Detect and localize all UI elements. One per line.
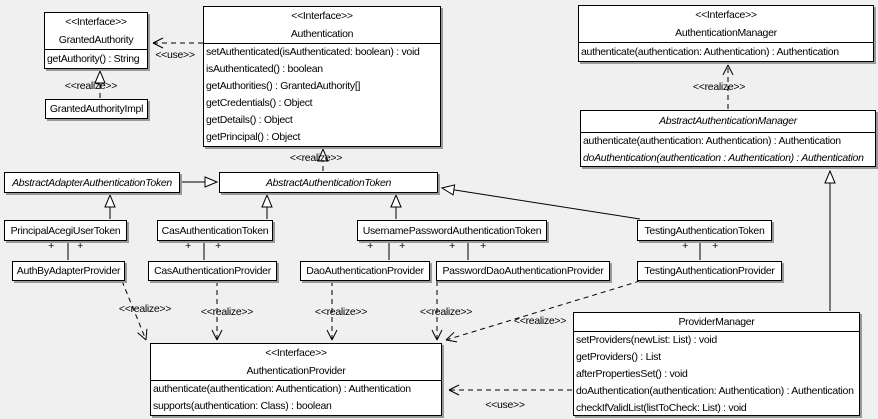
- method: setProviders(newList: List) : void: [576, 334, 717, 346]
- class-name: AbstractAuthenticationToken: [265, 176, 392, 189]
- class-name: PrincipalAcegiUserToken: [10, 224, 121, 237]
- multiplicity-label: +: [712, 240, 718, 252]
- class-authentication[interactable]: <<Interface>> Authentication setAuthenti…: [203, 6, 441, 147]
- multiplicity-label: +: [77, 240, 83, 252]
- realize-label: <<realize>>: [118, 303, 172, 315]
- methods-compartment: authenticate(authentication: Authenticat…: [579, 42, 873, 61]
- class-name: TestingAuthenticationProvider: [644, 265, 775, 277]
- class-name: AuthenticationManager: [675, 27, 777, 39]
- method: authenticate(authentication: Authenticat…: [581, 46, 839, 58]
- class-name: UsernamePasswordAuthenticationToken: [362, 224, 542, 237]
- realize-label: <<realize>>: [314, 306, 368, 318]
- methods-compartment: setAuthenticated(isAuthenticated: boolea…: [204, 43, 440, 146]
- class-name: DaoAuthenticationProvider: [306, 265, 424, 277]
- class-name: AbstractAdapterAuthenticationToken: [12, 176, 172, 189]
- method: doAuthentication(authentication : Authen…: [583, 152, 864, 164]
- class-name: PasswordDaoAuthenticationProvider: [442, 265, 604, 277]
- methods-compartment: authenticate(authentication: Authenticat…: [581, 132, 875, 166]
- method: authenticate(authentication: Authenticat…: [153, 383, 411, 395]
- method: afterPropertiesSet() : void: [576, 368, 688, 380]
- class-testing-authentication-token[interactable]: TestingAuthenticationToken: [637, 220, 772, 241]
- realize-label: <<realize>>: [200, 306, 254, 318]
- method: authenticate(authentication: Authenticat…: [583, 135, 841, 147]
- class-name: CasAuthenticationToken: [161, 224, 269, 237]
- method: checkIfValidList(listToCheck: List) : vo…: [576, 402, 747, 414]
- realize-label: <<realize>>: [64, 80, 118, 92]
- stereotype-label: <<Interface>>: [65, 16, 127, 28]
- method: supports(authentication: Class) : boolea…: [153, 400, 332, 412]
- class-name: AbstractAuthenticationManager: [659, 115, 797, 127]
- methods-compartment: authenticate(authentication: Authenticat…: [151, 380, 441, 415]
- multiplicity-label: +: [682, 240, 688, 252]
- realize-label: <<realize>>: [289, 152, 343, 164]
- multiplicity-label: +: [480, 240, 486, 252]
- class-header: <<Interface>> AuthenticationProvider: [151, 344, 441, 380]
- class-header: <<Interface>> GrantedAuthority: [45, 13, 147, 49]
- class-name: AuthenticationProvider: [246, 365, 346, 377]
- method: getPrincipal() : Object: [206, 131, 301, 143]
- multiplicity-label: +: [367, 240, 373, 252]
- class-username-password-authentication-token[interactable]: UsernamePasswordAuthenticationToken: [357, 220, 547, 241]
- class-header: <<Interface>> Authentication: [204, 7, 440, 43]
- class-name: CasAuthenticationProvider: [154, 265, 271, 277]
- stereotype-label: <<Interface>>: [265, 347, 327, 359]
- multiplicity-label: +: [215, 240, 221, 252]
- class-name: AuthByAdapterProvider: [16, 265, 121, 277]
- class-abstract-authentication-manager[interactable]: AbstractAuthenticationManager authentica…: [580, 110, 876, 167]
- class-auth-by-adapter-provider[interactable]: AuthByAdapterProvider: [12, 261, 125, 281]
- method: getDetails() : Object: [206, 114, 293, 126]
- class-name: TestingAuthenticationToken: [644, 224, 765, 237]
- class-granted-authority[interactable]: <<Interface>> GrantedAuthority getAuthor…: [44, 12, 148, 69]
- class-password-dao-authentication-provider[interactable]: PasswordDaoAuthenticationProvider: [436, 261, 610, 281]
- class-dao-authentication-provider[interactable]: DaoAuthenticationProvider: [300, 261, 430, 281]
- method: isAuthenticated() : boolean: [206, 63, 323, 75]
- method: doAuthentication(authentication: Authent…: [576, 385, 854, 397]
- class-testing-authentication-provider[interactable]: TestingAuthenticationProvider: [637, 261, 782, 281]
- multiplicity-label: +: [48, 240, 54, 252]
- class-name: Authentication: [290, 28, 354, 40]
- multiplicity-label: +: [185, 240, 191, 252]
- class-abstract-authentication-token[interactable]: AbstractAuthenticationToken: [219, 172, 438, 193]
- class-granted-authority-impl[interactable]: GrantedAuthorityImpl: [45, 99, 148, 119]
- class-header: <<Interface>> AuthenticationManager: [579, 6, 873, 42]
- class-provider-manager[interactable]: ProviderManager setProviders(newList: Li…: [573, 312, 860, 416]
- class-cas-authentication-token[interactable]: CasAuthenticationToken: [157, 220, 273, 241]
- class-name: GrantedAuthorityImpl: [49, 103, 144, 115]
- use-label: <<use>>: [155, 49, 195, 61]
- generalization-edge-testing-token: [440, 184, 641, 220]
- use-label: <<use>>: [485, 399, 525, 411]
- class-name: GrantedAuthority: [58, 34, 134, 46]
- class-name: ProviderManager: [678, 316, 755, 328]
- class-authentication-manager[interactable]: <<Interface>> AuthenticationManager auth…: [578, 5, 874, 62]
- method: getAuthorities() : GrantedAuthority[]: [206, 80, 361, 92]
- method: getAuthority() : String: [47, 53, 140, 65]
- method: setAuthenticated(isAuthenticated: boolea…: [206, 46, 420, 58]
- class-authentication-provider[interactable]: <<Interface>> AuthenticationProvider aut…: [150, 343, 442, 416]
- class-cas-authentication-provider[interactable]: CasAuthenticationProvider: [148, 261, 277, 281]
- methods-compartment: setProviders(newList: List) : void getPr…: [574, 331, 859, 415]
- method: getCredentials() : Object: [206, 97, 313, 109]
- stereotype-label: <<Interface>>: [291, 10, 353, 22]
- stereotype-label: <<Interface>>: [695, 9, 757, 21]
- realize-label: <<realize>>: [419, 306, 473, 318]
- realize-label: <<realize>>: [513, 315, 567, 327]
- realize-label: <<realize>>: [692, 81, 746, 93]
- class-principal-acegi-user-token[interactable]: PrincipalAcegiUserToken: [4, 220, 127, 241]
- method: getProviders() : List: [576, 351, 661, 363]
- class-abstract-adapter-authentication-token[interactable]: AbstractAdapterAuthenticationToken: [4, 172, 180, 193]
- multiplicity-label: +: [449, 240, 455, 252]
- methods-compartment: getAuthority() : String: [45, 49, 147, 68]
- multiplicity-label: +: [399, 240, 405, 252]
